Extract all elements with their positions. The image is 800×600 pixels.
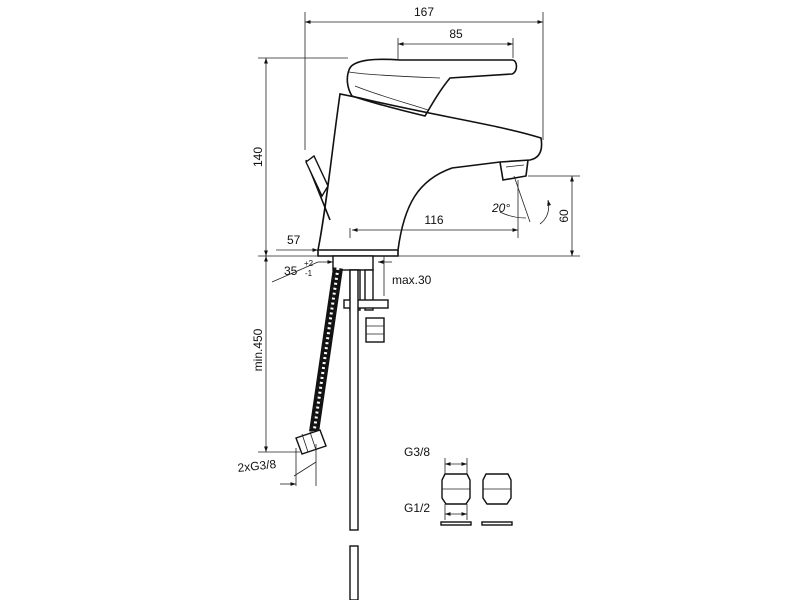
dim-max-thickness: max.30 [378, 256, 432, 296]
faucet-body [317, 93, 543, 257]
adapter-left [440, 473, 472, 526]
adapter-right [481, 473, 513, 526]
lever-handle [346, 58, 518, 117]
dim-adapter-bottom: G1/2 [404, 501, 468, 520]
dim-height: 140 [251, 57, 348, 257]
label-20-deg: 20° [491, 201, 510, 215]
dim-base-offset: 57 [276, 233, 318, 252]
label-max30: max.30 [392, 273, 432, 287]
dim-hose-length: min.450 [251, 256, 300, 453]
label-57: 57 [287, 233, 301, 247]
dim-hose-thread: 2xG3/8 [237, 444, 317, 486]
popup-knob [305, 154, 331, 221]
label-2xg38: 2xG3/8 [237, 457, 277, 475]
label-g12: G1/2 [404, 501, 430, 515]
dim-handle-length: 85 [397, 27, 514, 60]
dim-spout-reach: 116 [349, 180, 519, 238]
dim-adapter-top: G3/8 [404, 445, 468, 474]
braided-hose [295, 267, 343, 455]
dim-hole-diameter: 35 +2 -1 [271, 259, 333, 283]
dim-spout-angle: 20° [491, 175, 552, 225]
dim-overall-width: 167 [304, 5, 544, 150]
label-167: 167 [414, 5, 434, 19]
popup-rod [349, 269, 359, 600]
label-35-tol-minus: -1 [305, 269, 313, 278]
label-g38: G3/8 [404, 445, 430, 459]
dim-spout-height: 60 [398, 175, 580, 257]
label-35: 35 [284, 264, 298, 278]
label-35-tol-plus: +2 [304, 259, 314, 268]
label-116: 116 [424, 213, 443, 227]
label-60: 60 [557, 209, 571, 223]
label-140: 140 [251, 147, 265, 167]
label-min450: min.450 [251, 328, 265, 371]
label-85: 85 [449, 27, 463, 41]
